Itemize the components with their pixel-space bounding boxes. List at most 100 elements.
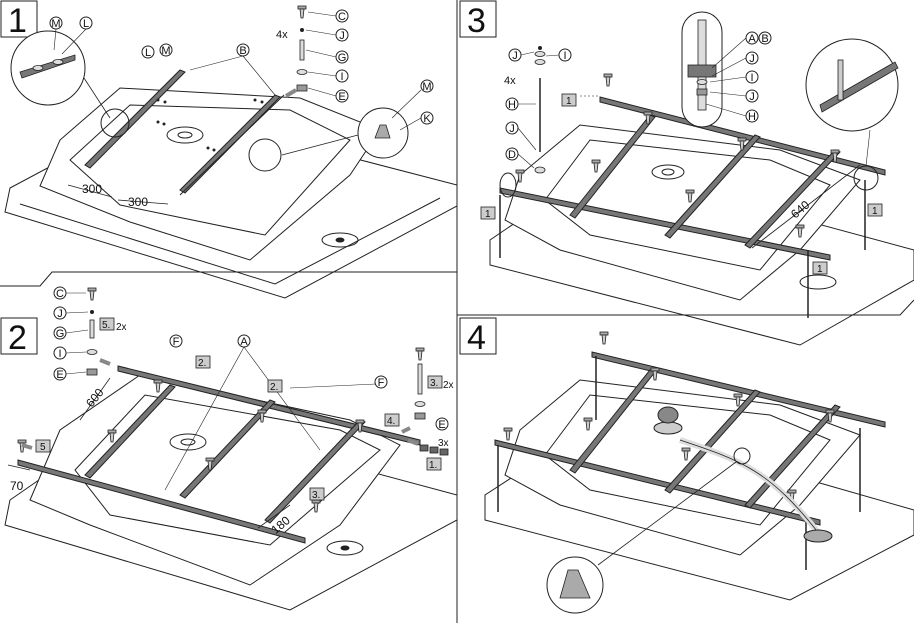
bathtub-outline-3 xyxy=(489,124,914,346)
drain-assembly-4 xyxy=(653,406,833,543)
step-2-box xyxy=(0,317,38,355)
label-text: 1 xyxy=(817,264,823,275)
quantity-4x-3: 4x xyxy=(504,75,516,87)
label-text: A xyxy=(240,336,248,348)
label-text: 1 xyxy=(566,96,572,107)
label-text: J xyxy=(512,50,518,62)
label-text: J xyxy=(509,123,515,135)
legs-4 xyxy=(497,356,861,570)
parts-stack-3 xyxy=(534,46,546,174)
detail-circle-4 xyxy=(546,447,751,614)
bowl-1 xyxy=(166,126,204,144)
panel-step-1: 1 xyxy=(0,0,458,299)
detail-lens-3 xyxy=(681,11,723,128)
panel-step-2: 2 xyxy=(0,286,458,611)
label-text: 5. xyxy=(102,320,110,331)
panel-step-3: 3 xyxy=(459,0,914,346)
order-tags-2 xyxy=(35,317,443,501)
label-text: C xyxy=(56,288,64,300)
label-text: K xyxy=(423,113,431,125)
callout-letters-2: C J G I E F A F E xyxy=(56,288,446,431)
parts-stack-2 xyxy=(86,287,98,376)
label-text: M xyxy=(422,81,431,93)
label-text: 1 xyxy=(872,206,878,217)
callout-M-1c xyxy=(420,79,434,93)
label-text: L xyxy=(83,18,89,30)
label-text: J xyxy=(749,91,755,103)
label-text: 300 xyxy=(128,195,148,209)
order-tag-text-2: 5. 2. 2. 3. 4. 1. 3. 5 xyxy=(40,320,438,501)
label-text: G xyxy=(338,52,347,64)
label-text: 5 xyxy=(40,442,46,453)
order-tags-3 xyxy=(480,93,883,275)
leader-lines-2 xyxy=(65,292,377,491)
label-text: J xyxy=(57,308,63,320)
parts-stack-1 xyxy=(284,5,308,98)
frame-rails-2 xyxy=(17,365,421,544)
step-1-box xyxy=(0,0,38,38)
label-text: I xyxy=(750,72,753,84)
label-text: J xyxy=(749,53,755,65)
step-4-number: 4 xyxy=(467,319,486,357)
bowl-3 xyxy=(651,164,685,180)
label-text: B xyxy=(761,33,768,45)
label-text: M xyxy=(51,18,60,30)
label-text: C xyxy=(338,11,346,23)
label-text: I xyxy=(58,348,61,360)
bathtub-outline-2 xyxy=(4,374,458,611)
label-text: G xyxy=(56,328,65,340)
direction-arrows-2 xyxy=(21,358,419,450)
nuts-3x xyxy=(419,444,449,456)
leader-lines-1 xyxy=(53,11,422,131)
label-text: F xyxy=(378,377,385,389)
label-text: 2. xyxy=(198,358,206,369)
step-4-box xyxy=(459,317,497,355)
label-text: 70 xyxy=(10,479,24,493)
bowl-2 xyxy=(169,433,207,451)
label-text: 300 xyxy=(82,182,102,196)
leader-lines-3 xyxy=(517,37,747,169)
label-text: 4. xyxy=(387,416,395,427)
label-text: B xyxy=(239,45,246,57)
label-text: 1. xyxy=(429,460,437,471)
frame-rails-3 xyxy=(499,96,886,261)
label-text: I xyxy=(563,50,566,62)
parts-stack-2b xyxy=(414,347,426,420)
detail-circle-left-3 xyxy=(499,172,517,198)
quantity-2x-b: 2x xyxy=(443,380,454,391)
detail-circle-right-1 xyxy=(248,107,409,172)
label-text: E xyxy=(338,91,345,103)
callout-L-1b xyxy=(141,45,155,59)
panel-step-4: 4 xyxy=(459,317,914,614)
screw-dots-1 xyxy=(156,98,264,152)
label-text: 2. xyxy=(270,382,278,393)
label-text: H xyxy=(508,99,516,111)
label-text: E xyxy=(438,419,445,431)
label-text: E xyxy=(56,369,63,381)
label-text: M xyxy=(161,45,170,57)
step-1-number: 1 xyxy=(8,2,27,40)
label-text: I xyxy=(340,71,343,83)
step-3-number: 3 xyxy=(467,2,486,40)
callout-letters-3: J I H J D A B J I J H xyxy=(508,33,769,161)
detail-circle-right-3 xyxy=(805,38,899,191)
order-tag-text-3: 1 1 1 1 xyxy=(485,96,878,275)
label-text: J xyxy=(339,30,345,42)
callouts-2 xyxy=(53,286,449,431)
label-text: 3. xyxy=(312,490,320,501)
label-text: F xyxy=(173,336,180,348)
label-text: D xyxy=(508,149,516,161)
quantity-3x-2: 3x xyxy=(438,438,449,449)
frame-rails-1 xyxy=(84,69,285,196)
label-text: L xyxy=(145,47,151,59)
quantity-2x-a: 2x xyxy=(116,322,127,333)
quantity-4x-1: 4x xyxy=(276,29,288,41)
dimension-300-a: 300 xyxy=(67,182,113,198)
label-text: 1 xyxy=(485,209,491,220)
step-2-number: 2 xyxy=(8,319,27,357)
legs-3 xyxy=(499,78,866,318)
callout-M-1b xyxy=(159,43,173,57)
dimension-70: 70 xyxy=(7,464,31,493)
frame-rails-4 xyxy=(494,351,886,526)
